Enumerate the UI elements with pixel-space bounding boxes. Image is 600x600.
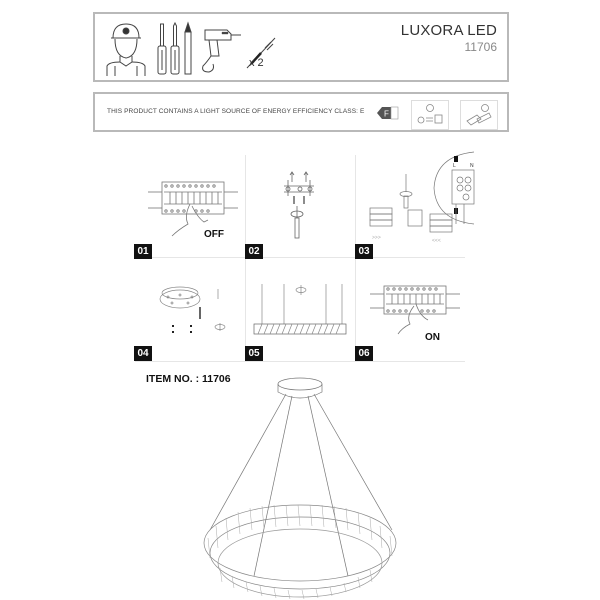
step-01-badge: 01 [134, 244, 152, 259]
replaceable-control-gear-icon [460, 100, 498, 130]
grid-divider [135, 257, 465, 258]
product-code: 11706 [464, 40, 497, 54]
product-header: x 2 LUXORA LED 11706 [93, 12, 509, 82]
screwdriver-flat-icon [157, 23, 167, 75]
drill-icon [202, 29, 241, 73]
step-03-badge: 03 [355, 244, 373, 259]
wiring-connection-icon: >>> <<< L N [369, 151, 475, 244]
grid-divider [135, 361, 465, 362]
wall-plug-screw-icon [246, 37, 276, 69]
circuit-breaker-off-icon [148, 181, 238, 237]
product-name: LUXORA LED [400, 22, 497, 39]
mount-bracket-icon [284, 171, 314, 239]
svg-text:>>>: >>> [372, 235, 381, 241]
step-01-annotation: OFF [204, 229, 224, 240]
item-number: ITEM NO. : 11706 [146, 373, 231, 385]
svg-text:<<<: <<< [432, 238, 441, 244]
step-05-badge: 05 [245, 346, 263, 361]
pencil-icon [184, 21, 192, 75]
energy-info: THIS PRODUCT CONTAINS A LIGHT SOURCE OF … [93, 92, 509, 132]
step-06-annotation: ON [425, 332, 440, 343]
step-02-badge: 02 [245, 244, 263, 259]
step-06-badge: 06 [355, 346, 373, 361]
canopy-attach-icon [159, 286, 226, 333]
energy-text: THIS PRODUCT CONTAINS A LIGHT SOURCE OF … [107, 108, 365, 115]
svg-text:N: N [470, 163, 474, 169]
electrician-icon [106, 23, 146, 76]
screwdriver-phillips-icon [170, 21, 180, 75]
svg-text:L: L [453, 163, 456, 169]
screw-quantity: x 2 [249, 57, 264, 69]
energy-class-label-icon: F [377, 106, 399, 120]
replaceable-light-source-icon [411, 100, 449, 130]
step-04-badge: 04 [134, 346, 152, 361]
svg-text:F: F [384, 110, 389, 119]
circuit-breaker-on-icon [370, 285, 460, 335]
chandelier-illustration-icon [203, 377, 397, 600]
hang-ring-icon [253, 284, 347, 335]
